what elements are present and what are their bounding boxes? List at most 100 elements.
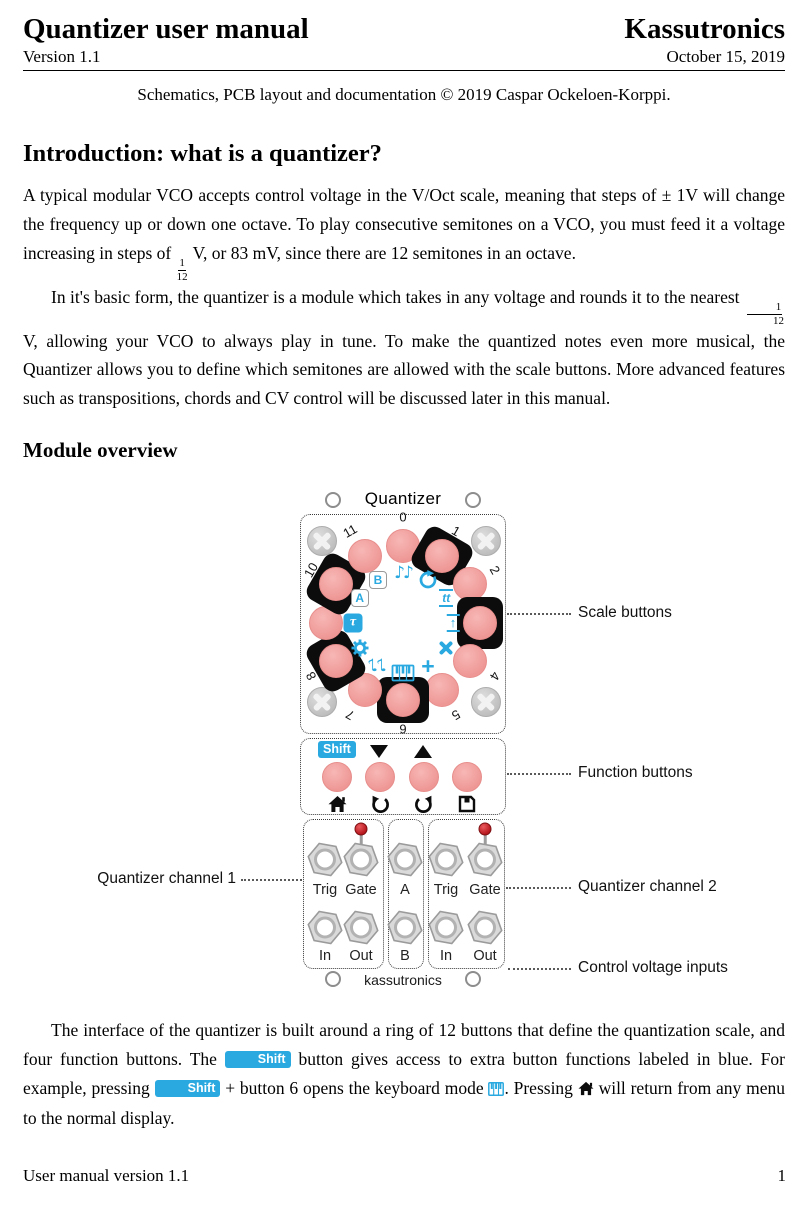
paragraph-interface: The interface of the quantizer is built … — [23, 1016, 785, 1133]
jack-socket — [466, 908, 504, 951]
leader-line — [507, 612, 571, 615]
octave-icon: ↑ — [446, 613, 460, 632]
text-segment: . Pressing — [504, 1077, 578, 1098]
page-footer: User manual version 1.1 1 — [23, 1166, 786, 1186]
home-icon — [578, 1080, 594, 1100]
text-segment: will return from any menu to the normal … — [23, 1077, 785, 1129]
module-brand: kassutronics — [364, 971, 442, 988]
shift-badge-inline: Shift — [224, 1050, 291, 1068]
plus-icon: + — [421, 653, 435, 680]
function-button — [409, 761, 439, 792]
callout-channel2: Quantizer channel 2 — [578, 877, 717, 895]
jack-label: Gate — [469, 881, 501, 898]
screw-icon — [471, 686, 501, 717]
fraction-denominator: 12 — [773, 314, 784, 327]
channel2-jack-panel — [428, 818, 505, 969]
led-stem — [359, 831, 363, 846]
leader-line — [506, 886, 571, 889]
text-segment: + button 6 opens the keyboard mode — [220, 1077, 489, 1098]
jack-socket — [306, 840, 344, 883]
jack-socket — [306, 908, 344, 951]
leader-line — [241, 878, 302, 881]
module-panel-title: Quantizer — [364, 488, 442, 508]
mounting-hole — [465, 970, 481, 987]
jack-label: Trig — [312, 881, 338, 898]
led-stem — [483, 831, 487, 846]
intro-heading: Introduction: what is a quantizer? — [23, 140, 382, 167]
save-icon — [458, 795, 476, 818]
jack-label: A — [400, 881, 410, 898]
mounting-hole — [325, 970, 341, 987]
fraction-numerator: 1 — [746, 301, 783, 315]
screw-icon — [307, 686, 337, 717]
jack-label: In — [318, 947, 332, 964]
channel-b-icon: B — [369, 570, 387, 589]
jack-label: B — [400, 947, 410, 964]
text-segment: The interface of the quantizer is built … — [23, 1019, 785, 1069]
led-indicator — [354, 822, 368, 836]
jack-socket — [427, 908, 465, 951]
scale-button — [424, 672, 459, 707]
keyboard-icon — [391, 664, 415, 682]
overview-heading: Module overview — [23, 437, 178, 462]
text-segment: V, allowing your VCO to always play in t… — [23, 330, 785, 409]
led-indicator — [478, 822, 492, 836]
date-label: October 15, 2019 — [666, 47, 785, 66]
text-segment: In it's basic form, the quantizer is a m… — [51, 286, 744, 307]
channel1-jack-panel — [303, 818, 384, 969]
credit-line: Schematics, PCB layout and documentation… — [137, 85, 671, 104]
jack-socket — [427, 840, 465, 883]
mounting-hole — [325, 491, 341, 508]
scale-button — [463, 605, 497, 640]
cv-jack-panel — [388, 818, 424, 969]
channel-a-icon: A — [350, 588, 369, 607]
gear-icon — [350, 638, 370, 658]
undo-icon — [370, 795, 390, 819]
shift-badge: Shift — [318, 740, 356, 758]
jack-label: Gate — [345, 881, 377, 898]
scale-button — [319, 567, 354, 602]
jack-label: Out — [473, 947, 497, 964]
scale-button-number: 6 — [399, 721, 407, 737]
callout-scale-buttons: Scale buttons — [578, 603, 672, 621]
rotate-cw-icon — [418, 569, 439, 590]
leader-line — [507, 772, 571, 775]
screw-icon — [307, 525, 337, 556]
scale-button — [319, 644, 354, 679]
function-button — [322, 761, 352, 792]
jack-socket — [342, 908, 380, 951]
fraction-denominator: 12 — [176, 270, 188, 283]
header: Quantizer user manual Kassutronics — [23, 0, 785, 46]
paragraph-intro-2: In it's basic form, the quantizer is a m… — [23, 283, 785, 413]
callout-function-buttons: Function buttons — [578, 763, 693, 781]
callout-channel1: Quantizer channel 1 — [97, 869, 236, 887]
scale-button — [386, 682, 420, 717]
scale-button — [424, 539, 459, 574]
redo-icon — [414, 795, 434, 819]
footer-left: User manual version 1.1 — [23, 1166, 190, 1185]
function-button — [452, 761, 482, 792]
jack-label: Trig — [433, 881, 459, 898]
chord-star-icon — [437, 639, 455, 657]
scale-section-panel — [300, 513, 506, 734]
jack-label: In — [439, 947, 453, 964]
slew-notes-icon: ♪♪ — [369, 656, 387, 677]
page-number: 1 — [777, 1166, 787, 1185]
header-subrow: Version 1.1 October 15, 2019 — [23, 46, 785, 71]
mounting-hole — [465, 491, 481, 508]
scale-button-number: 0 — [399, 509, 407, 525]
callout-cv-inputs: Control voltage inputs — [578, 958, 728, 976]
text-segment: A typical modular VCO accepts control vo… — [23, 185, 785, 263]
jack-socket — [386, 840, 424, 883]
brand-name: Kassutronics — [624, 13, 785, 45]
shift-badge-inline: Shift — [154, 1079, 221, 1097]
function-button — [365, 761, 395, 792]
text-segment: button gives access to extra button func… — [23, 1048, 785, 1098]
function-section-panel — [300, 737, 506, 815]
down-triangle-icon — [370, 744, 388, 758]
leader-line — [508, 967, 571, 970]
